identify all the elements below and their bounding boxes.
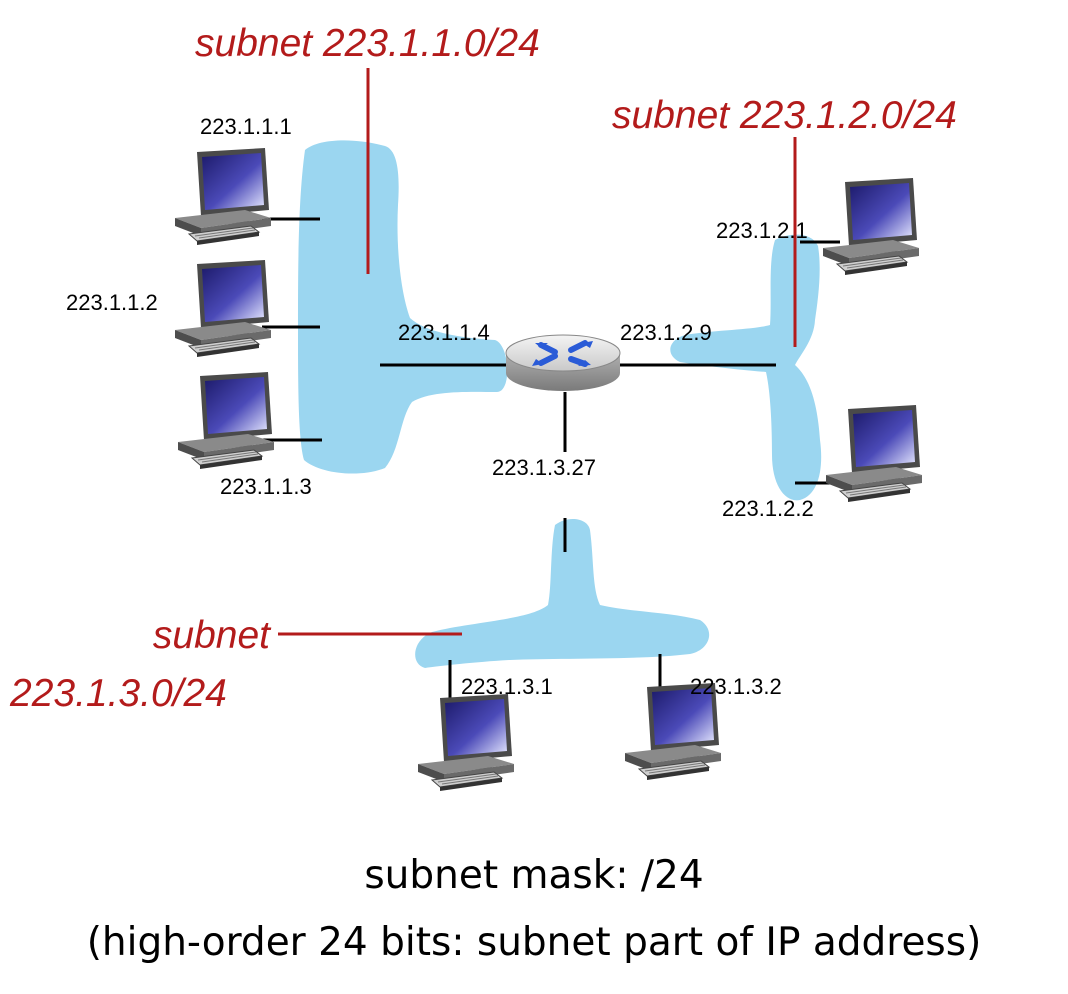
- desktop-computer-icon: [822, 177, 920, 276]
- router-icon: [505, 334, 621, 391]
- host-ip-223-1-3-2: 223.1.3.2: [690, 674, 782, 699]
- subnet-3-label-line2: 223.1.3.0/24: [9, 672, 227, 715]
- host-ip-223-1-2-2: 223.1.2.2: [722, 496, 814, 521]
- desktop-computer-icon: [825, 404, 923, 503]
- desktop-computer-icon: [174, 147, 272, 246]
- router-interface-ip-2: 223.1.2.9: [620, 320, 712, 345]
- router-interface-ip-3: 223.1.3.27: [492, 455, 596, 480]
- subnet-1-label: subnet 223.1.1.0/24: [195, 22, 540, 65]
- caption-line-2: (high-order 24 bits: subnet part of IP a…: [87, 920, 982, 965]
- desktop-computer-icon: [417, 693, 515, 792]
- subnet-3-label-line1: subnet: [153, 614, 272, 657]
- host-ip-223-1-3-1: 223.1.3.1: [461, 674, 553, 699]
- router-interface-ip-1: 223.1.1.4: [398, 320, 490, 345]
- host-ip-223-1-1-3: 223.1.1.3: [220, 474, 312, 499]
- host-ip-223-1-1-1: 223.1.1.1: [200, 114, 292, 139]
- lan-cloud-subnet-1: [298, 140, 508, 474]
- desktop-computer-icon: [177, 371, 275, 470]
- host-ip-223-1-2-1: 223.1.2.1: [716, 218, 808, 243]
- lan-cloud-subnet-2: [670, 234, 822, 501]
- desktop-computer-icon: [174, 259, 272, 358]
- lan-cloud-subnet-3: [415, 518, 710, 668]
- host-ip-223-1-1-2: 223.1.1.2: [66, 290, 158, 315]
- subnet-2-label: subnet 223.1.2.0/24: [612, 94, 957, 137]
- caption-line-1: subnet mask: /24: [364, 853, 703, 898]
